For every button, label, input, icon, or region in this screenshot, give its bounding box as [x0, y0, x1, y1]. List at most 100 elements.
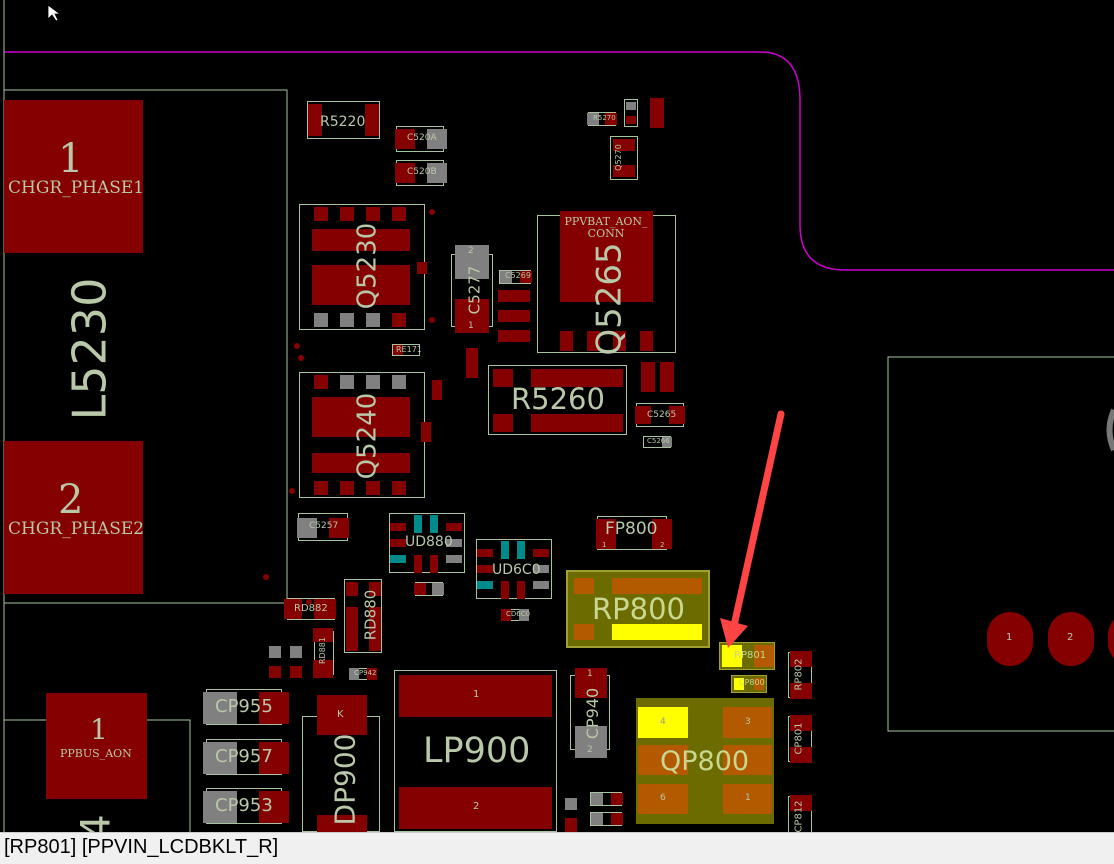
component-label: 1 — [473, 689, 480, 700]
capacitor[interactable] — [269, 646, 281, 658]
capacitor[interactable] — [290, 646, 302, 658]
capacitor[interactable] — [590, 792, 623, 806]
component-q5270[interactable]: Q5270 — [610, 136, 638, 180]
pad — [790, 795, 812, 811]
component-label: C5269 — [505, 271, 531, 280]
resistor[interactable] — [650, 98, 664, 128]
pad — [612, 624, 702, 640]
component-label: 4 — [660, 717, 666, 727]
component-rp802[interactable]: RP802 — [788, 651, 812, 699]
pad — [430, 515, 438, 533]
component-fp800[interactable]: 1 2 FP800 — [596, 516, 672, 550]
pad — [652, 519, 672, 549]
pad — [501, 581, 509, 599]
pad — [203, 791, 237, 823]
capacitor[interactable] — [414, 582, 444, 596]
connector-pad-2[interactable]: 2 — [1048, 612, 1094, 666]
status-bar: [RP801] [PPVIN_LCDBKLT_R] — [0, 832, 1114, 864]
pad — [259, 742, 289, 774]
pad: K — [317, 695, 367, 735]
component-c5257[interactable]: C5257 — [297, 513, 349, 541]
connector-pad-1[interactable]: 1 — [987, 612, 1033, 666]
capacitor[interactable] — [565, 798, 577, 810]
pad — [477, 581, 493, 589]
pad — [340, 313, 354, 327]
pad — [314, 375, 328, 389]
chgr-phase1-pad[interactable]: 1 CHGR_PHASE1 — [4, 100, 144, 253]
component-label: R5260 — [511, 382, 605, 416]
component-rd882[interactable]: RD882 — [284, 598, 336, 620]
component-label: CP957 — [215, 746, 273, 767]
component-label: 1 — [468, 321, 474, 331]
pad — [626, 102, 636, 110]
component-rp800[interactable]: RP800 — [566, 570, 710, 648]
component-label: R5220 — [320, 114, 366, 130]
pad — [591, 793, 603, 805]
component-c5266[interactable]: C5266 — [643, 436, 672, 448]
capacitor[interactable] — [498, 310, 530, 322]
component-c5265[interactable]: C5265 — [635, 403, 685, 427]
pad — [501, 609, 511, 621]
pad — [574, 624, 594, 640]
component-r5260[interactable]: R5260 — [488, 365, 627, 435]
capacitor[interactable] — [290, 666, 302, 678]
component-label: FP800 — [605, 519, 658, 539]
component-label: C5266 — [647, 437, 670, 445]
component-cp801[interactable]: CP801 — [788, 715, 812, 763]
component-re171[interactable]: RE171 — [392, 344, 422, 356]
component-rd880[interactable]: RD880 — [344, 579, 382, 653]
component-lp900[interactable]: 1 2 LP900 — [394, 670, 557, 832]
component-label: C5257 — [309, 521, 339, 531]
component-rp801-selected[interactable]: RP801 — [719, 642, 775, 670]
resistor[interactable] — [660, 362, 674, 392]
component-dp900[interactable]: K DP900 — [302, 695, 380, 832]
pad — [314, 481, 328, 495]
component-q5240[interactable]: Q5240 — [299, 372, 425, 498]
component-cp940[interactable]: 1 2 CP940 — [570, 668, 610, 758]
component-cp953[interactable]: CP953 — [203, 788, 289, 824]
pad — [638, 745, 688, 775]
pad — [446, 539, 462, 547]
component-cp957[interactable]: CP957 — [203, 739, 289, 775]
connector-pad-3[interactable] — [1108, 612, 1114, 666]
pad — [390, 523, 406, 531]
component-label: 3 — [745, 717, 751, 727]
capacitor[interactable] — [565, 818, 577, 832]
pad — [640, 331, 653, 351]
pad — [605, 113, 617, 125]
component-label: 2 — [473, 801, 480, 812]
resistor[interactable] — [641, 362, 655, 392]
pad — [346, 582, 358, 596]
capacitor[interactable] — [590, 812, 623, 826]
component-q5230[interactable]: Q5230 — [299, 204, 425, 330]
pad — [393, 345, 403, 355]
pcb-board-canvas[interactable]: 1 CHGR_PHASE1 2 CHGR_PHASE2 L5230 R5220 … — [0, 0, 1114, 832]
pad — [314, 207, 328, 221]
pad — [662, 437, 672, 447]
capacitor[interactable] — [498, 330, 530, 342]
component-qp800[interactable]: 4 3 6 1 QP800 — [636, 698, 774, 824]
chgr-phase2-pad[interactable]: 2 CHGR_PHASE2 — [4, 441, 144, 594]
component-cp800[interactable]: CP800 — [731, 675, 767, 693]
component-c5269[interactable]: C5269 — [499, 270, 532, 284]
component-r5220[interactable]: R5220 — [307, 101, 380, 139]
component-q5265[interactable]: PPVBAT_AON_CONN Q5265 — [537, 211, 676, 356]
pad — [517, 581, 525, 599]
component-ud6c0[interactable]: UD6C0 — [476, 539, 552, 599]
component-ud880[interactable]: UD880 — [389, 513, 465, 573]
component-r5270[interactable]: R5270 — [587, 112, 617, 126]
component-c5277[interactable]: 2 1 C5277 — [451, 245, 493, 333]
component-cp955[interactable]: CP955 — [203, 689, 289, 725]
component-cd6c0[interactable]: CD6C0 — [501, 609, 530, 621]
component-c520a[interactable]: C520A — [395, 126, 447, 152]
resistor[interactable] — [624, 99, 638, 127]
capacitor[interactable] — [498, 290, 530, 302]
capacitor[interactable] — [269, 666, 281, 678]
pad — [392, 313, 406, 327]
component-cp812[interactable]: CP812 — [788, 795, 812, 832]
component-c520b[interactable]: C520B — [395, 160, 447, 186]
component-label: PPVBAT_AON_CONN — [564, 215, 648, 240]
component-cp942[interactable]: CP942 — [349, 668, 377, 680]
ppbus-aon-pad[interactable]: 1 PPBUS_AON — [46, 693, 147, 799]
component-rd881[interactable]: RD881 — [313, 628, 334, 678]
